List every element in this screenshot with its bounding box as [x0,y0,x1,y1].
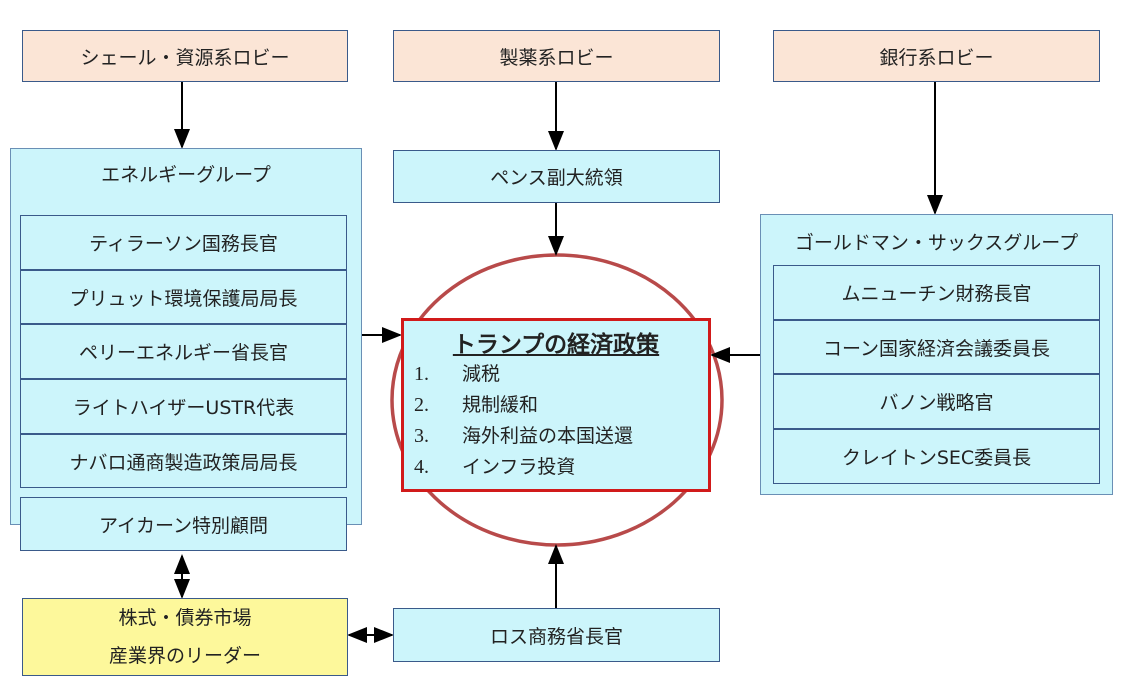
policy-item: 2.規制緩和 [414,394,539,416]
energy-member: プリュット環境保護局局長 [20,270,347,324]
shale-lobby-box: シェール・資源系ロビー [22,30,348,82]
goldman-group-title: ゴールドマン・サックスグループ [794,232,1079,254]
energy-member: ナバロ通商製造政策局局長 [20,434,347,488]
pence-box: ペンス副大統領 [393,150,720,203]
goldman-member: ムニューチン財務長官 [773,265,1100,320]
pharma-lobby-box: 製薬系ロビー [393,30,720,82]
market-line1: 株式・債券市場 [118,607,252,629]
policy-item: 4.インフラ投資 [414,456,576,478]
goldman-member: バノン戦略官 [773,374,1100,429]
energy-member: ペリーエネルギー省長官 [20,324,347,379]
energy-group-title: エネルギーグループ [101,164,271,186]
bank-lobby-box: 銀行系ロビー [773,30,1100,82]
market-line2: 産業界のリーダー [108,645,261,667]
policy-box: トランプの経済政策 1.減税 2.規制緩和 3.海外利益の本国送還 4.インフラ… [401,318,711,492]
energy-member: ティラーソン国務長官 [20,215,347,270]
market-box: 株式・債券市場 産業界のリーダー [22,598,348,676]
ross-box: ロス商務省長官 [393,608,720,662]
policy-item: 3.海外利益の本国送還 [414,425,634,447]
policy-title: トランプの経済政策 [452,332,660,358]
aikan-box: アイカーン特別顧問 [20,497,347,551]
goldman-member: クレイトンSEC委員長 [773,429,1100,484]
policy-item: 1.減税 [414,363,501,385]
goldman-member: コーン国家経済会議委員長 [773,320,1100,374]
energy-member: ライトハイザーUSTR代表 [20,379,347,434]
